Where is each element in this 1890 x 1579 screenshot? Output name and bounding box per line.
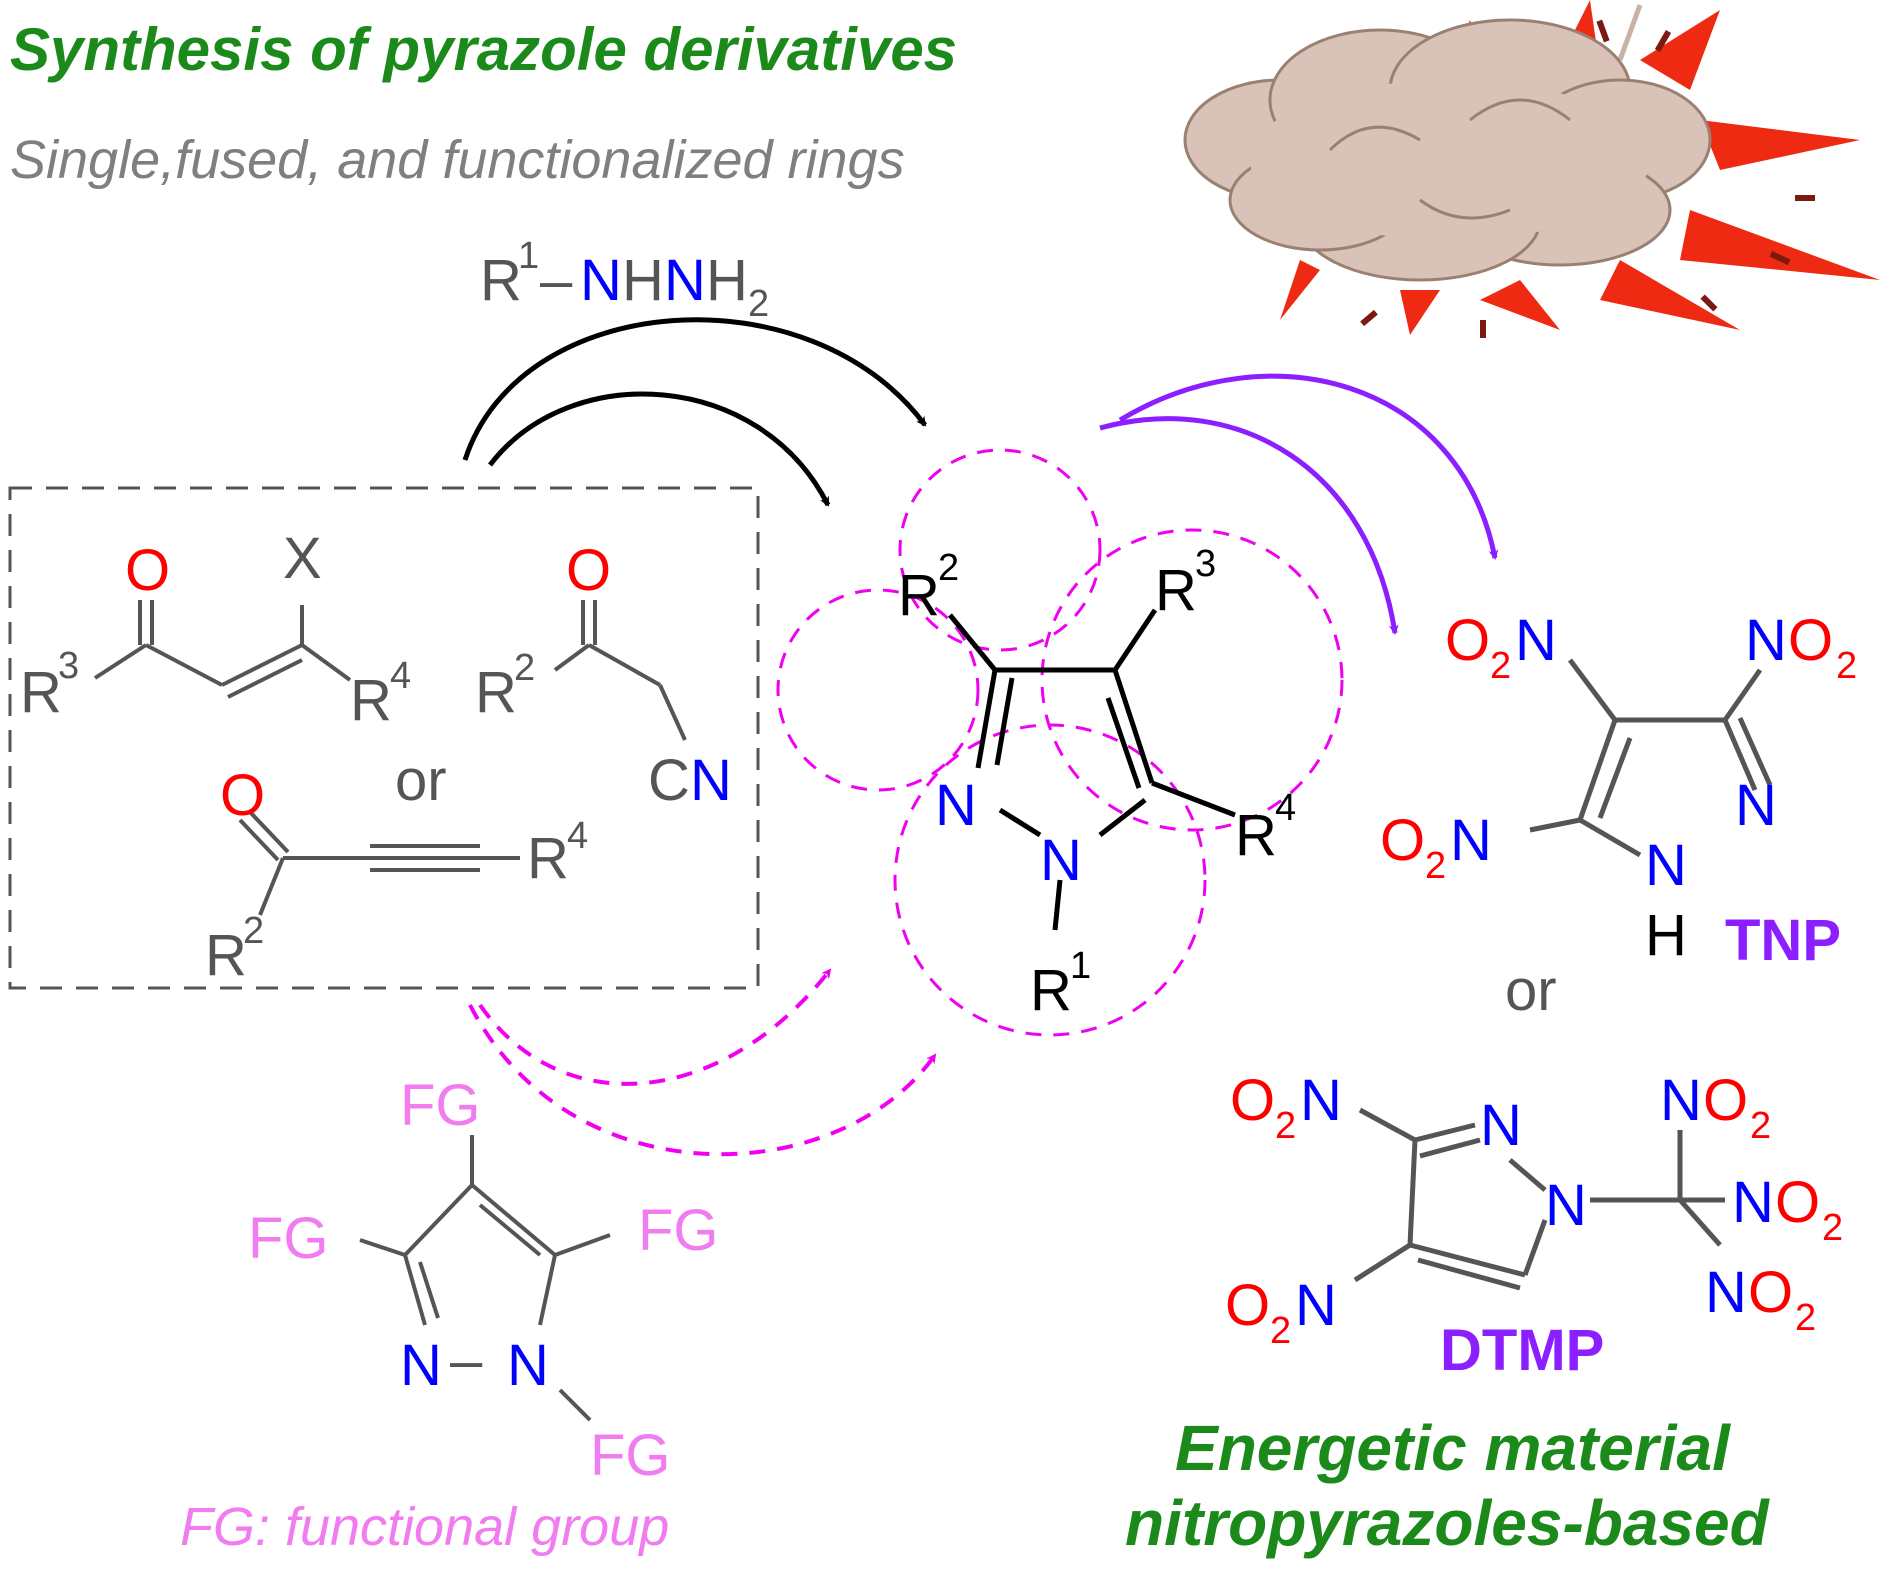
svg-text:FG: FG xyxy=(248,1206,329,1271)
svg-text:N: N xyxy=(1450,808,1492,873)
svg-text:R: R xyxy=(1155,558,1197,623)
svg-text:O: O xyxy=(1788,608,1833,673)
enone-x: X xyxy=(283,526,322,591)
svg-text:N: N xyxy=(1295,1273,1337,1338)
svg-text:H: H xyxy=(622,248,664,313)
svg-text:O: O xyxy=(1225,1273,1270,1338)
nitration-arrow-upper xyxy=(1118,373,1499,560)
svg-text:2: 2 xyxy=(1270,1310,1291,1352)
ketonitrile-precursor xyxy=(553,600,687,741)
svg-text:2: 2 xyxy=(1490,645,1511,687)
nitration-arrow-lower xyxy=(1099,416,1399,635)
svg-text:O: O xyxy=(1380,808,1425,873)
svg-text:N: N xyxy=(1735,773,1777,838)
svg-text:O: O xyxy=(1703,1068,1748,1133)
svg-text:N: N xyxy=(1705,1260,1747,1325)
svg-text:2: 2 xyxy=(514,647,535,689)
svg-text:2: 2 xyxy=(1425,845,1446,887)
svg-text:2: 2 xyxy=(1795,1297,1816,1339)
svg-text:4: 4 xyxy=(567,815,588,857)
svg-text:2: 2 xyxy=(1750,1105,1771,1147)
svg-text:2: 2 xyxy=(748,283,769,325)
svg-text:3: 3 xyxy=(1195,543,1216,585)
svg-text:R: R xyxy=(20,660,62,725)
svg-text:4: 4 xyxy=(1275,787,1296,829)
svg-text:N: N xyxy=(1660,1068,1702,1133)
svg-text:N: N xyxy=(1480,1093,1522,1158)
svg-text:R: R xyxy=(527,826,569,891)
tnp-label: TNP xyxy=(1725,908,1841,973)
svg-text:2: 2 xyxy=(243,910,264,952)
svg-text:2: 2 xyxy=(1836,645,1857,687)
svg-text:N: N xyxy=(507,1333,549,1398)
svg-text:3: 3 xyxy=(58,645,79,687)
svg-text:FG: FG xyxy=(590,1423,671,1488)
svg-text:N: N xyxy=(664,248,706,313)
svg-text:N: N xyxy=(1545,1173,1587,1238)
dtmp-label: DTMP xyxy=(1440,1318,1604,1383)
svg-text:R: R xyxy=(475,660,517,725)
hydrazine-reagent: R 1 – N H N H 2 xyxy=(480,235,769,325)
or-label: or xyxy=(395,748,447,813)
svg-text:R: R xyxy=(205,923,247,988)
svg-text:C: C xyxy=(648,748,690,813)
svg-text:N: N xyxy=(1040,828,1082,893)
footer-line-1: Energetic material xyxy=(1175,1412,1731,1484)
svg-text:R: R xyxy=(1030,958,1072,1023)
dtmp-structure xyxy=(1353,1107,1725,1291)
footer-line-2: nitropyrazoles-based xyxy=(1125,1487,1771,1559)
svg-text:O: O xyxy=(1445,608,1490,673)
fg-pyrazole xyxy=(359,1135,611,1422)
or-label-2: or xyxy=(1505,958,1557,1023)
svg-text:O: O xyxy=(1230,1068,1275,1133)
page-subtitle: Single,fused, and functionalized rings xyxy=(10,130,905,190)
svg-text:N: N xyxy=(580,248,622,313)
svg-text:2: 2 xyxy=(1822,1207,1843,1249)
tnp-structure xyxy=(1529,658,1773,858)
svg-text:R: R xyxy=(480,248,522,313)
fg-arrow-lower xyxy=(468,1004,937,1157)
svg-text:N: N xyxy=(400,1333,442,1398)
svg-text:N: N xyxy=(1745,608,1787,673)
svg-text:O: O xyxy=(1748,1260,1793,1325)
precursor-box xyxy=(8,486,760,990)
svg-text:2: 2 xyxy=(938,547,959,589)
reaction-arrow-upper xyxy=(462,317,928,461)
svg-text:1: 1 xyxy=(1070,945,1091,987)
svg-text:N: N xyxy=(1732,1170,1774,1235)
svg-text:N: N xyxy=(1645,833,1687,898)
svg-text:R: R xyxy=(350,668,392,733)
reaction-arrow-lower xyxy=(488,391,831,507)
svg-text:N: N xyxy=(1515,608,1557,673)
svg-text:–: – xyxy=(540,248,573,313)
svg-text:H: H xyxy=(706,248,748,313)
svg-text:N: N xyxy=(935,773,977,838)
svg-text:N: N xyxy=(1300,1068,1342,1133)
svg-text:1: 1 xyxy=(518,235,539,277)
fg-note: FG: functional group xyxy=(180,1497,669,1557)
enone-oxygen: O xyxy=(125,538,170,603)
svg-text:O: O xyxy=(1775,1170,1820,1235)
svg-text:H: H xyxy=(1645,903,1687,968)
ynone-precursor xyxy=(238,810,520,916)
svg-text:O: O xyxy=(566,538,611,603)
page-title: Synthesis of pyrazole derivatives xyxy=(10,16,957,83)
svg-text:–: – xyxy=(450,1328,483,1393)
svg-text:R: R xyxy=(898,563,940,628)
explosion-icon xyxy=(1183,0,1880,338)
svg-text:R: R xyxy=(1235,803,1277,868)
svg-text:FG: FG xyxy=(638,1198,719,1263)
svg-text:N: N xyxy=(690,748,732,813)
enone-precursor xyxy=(93,600,352,699)
svg-text:O: O xyxy=(220,763,265,828)
svg-text:4: 4 xyxy=(390,655,411,697)
fg-arrow-upper xyxy=(478,968,832,1086)
svg-text:2: 2 xyxy=(1275,1105,1296,1147)
core-pyrazole xyxy=(948,608,1236,931)
fused-ring-circles xyxy=(776,448,1344,1037)
svg-text:FG: FG xyxy=(400,1073,481,1138)
